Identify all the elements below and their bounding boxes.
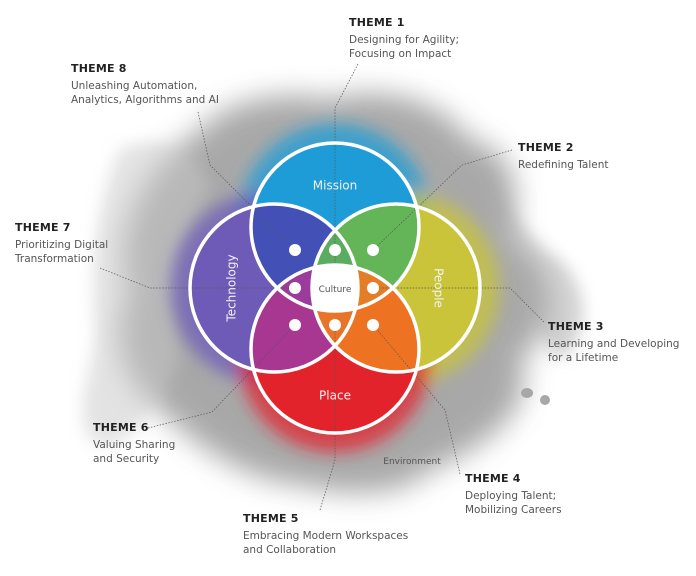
theme-5-leader-line xyxy=(319,325,336,511)
place-outline xyxy=(249,263,421,435)
theme-3-label: THEME 3 Learning and Developing for a Life… xyxy=(548,320,679,365)
theme-3-leader-line xyxy=(373,287,545,323)
theme-dot xyxy=(329,244,341,256)
theme-dot xyxy=(289,244,301,256)
theme-7-leader-line xyxy=(99,267,295,289)
theme-4-description: Mobilizing Careers xyxy=(465,504,562,516)
theme-3-description: for a Lifetime xyxy=(548,352,619,364)
people-outline xyxy=(310,202,482,374)
theme-4-label: THEME 4 Deploying Talent; Mobilizing Caree… xyxy=(465,472,562,517)
environment-label: Environment xyxy=(383,457,441,467)
mission-outline xyxy=(249,141,421,313)
leader-lines xyxy=(99,63,545,511)
place-label: Place xyxy=(319,389,351,403)
theme-1-description: Designing for Agility; xyxy=(349,34,460,46)
theme-1-label: THEME 1 Designing for Agility; Focusing on… xyxy=(349,16,459,61)
theme-8-leader-line xyxy=(197,111,296,251)
theme-6-title: THEME 6 xyxy=(93,421,149,434)
theme-2-title: THEME 2 xyxy=(518,141,574,154)
mission-label: Mission xyxy=(313,179,357,193)
theme-dot xyxy=(289,319,301,331)
people-label: People xyxy=(432,268,446,308)
theme-8-label: THEME 8 Unleashing Automation, Analytics, … xyxy=(71,62,219,107)
theme-4-title: THEME 4 xyxy=(465,472,521,485)
theme-dot xyxy=(289,282,301,294)
technology-label: Technology xyxy=(225,254,239,322)
theme-dot xyxy=(367,282,379,294)
theme-7-title: THEME 7 xyxy=(15,221,71,234)
theme-7-description: Prioritizing Digital xyxy=(15,239,109,251)
splash-drop-2 xyxy=(540,395,550,405)
theme-3-title: THEME 3 xyxy=(548,320,604,333)
theme-2-label: THEME 2 Redefining Talent xyxy=(518,141,609,172)
theme-dot xyxy=(367,244,379,256)
theme-6-description: and Security xyxy=(93,453,160,465)
splash-drop-1 xyxy=(521,388,533,398)
theme-5-description: and Collaboration xyxy=(243,544,337,556)
theme-8-description: Unleashing Automation, xyxy=(71,80,198,92)
circle-outlines xyxy=(188,141,482,435)
theme-2-description: Redefining Talent xyxy=(518,159,609,171)
theme-1-title: THEME 1 xyxy=(349,16,405,29)
theme-8-title: THEME 8 xyxy=(71,62,127,75)
theme-1-description: Focusing on Impact xyxy=(349,48,452,60)
theme-6-description: Valuing Sharing xyxy=(93,439,176,451)
theme-dots xyxy=(289,244,379,331)
theme-6-leader-line xyxy=(147,324,296,429)
culture-label: Culture xyxy=(319,285,352,295)
theme-4-description: Deploying Talent; xyxy=(465,490,557,502)
theme-7-description: Transformation xyxy=(15,253,94,265)
theme-6-label: THEME 6 Valuing Sharing and Security xyxy=(93,421,175,466)
theme-dot xyxy=(329,319,341,331)
culture-center xyxy=(313,266,357,310)
theme-4-leader-line xyxy=(372,324,461,475)
theme-8-description: Analytics, Algorithms and AI xyxy=(71,94,219,106)
theme-dot xyxy=(367,319,379,331)
technology-outline xyxy=(188,202,360,374)
theme-5-description: Embracing Modern Workspaces xyxy=(243,530,409,542)
theme-5-label: THEME 5 Embracing Modern Workspaces and Co… xyxy=(243,512,408,557)
theme-3-description: Learning and Developing xyxy=(548,338,680,350)
theme-2-leader-line xyxy=(372,149,513,251)
environment-splash-light xyxy=(83,142,584,446)
theme-5-title: THEME 5 xyxy=(243,512,299,525)
